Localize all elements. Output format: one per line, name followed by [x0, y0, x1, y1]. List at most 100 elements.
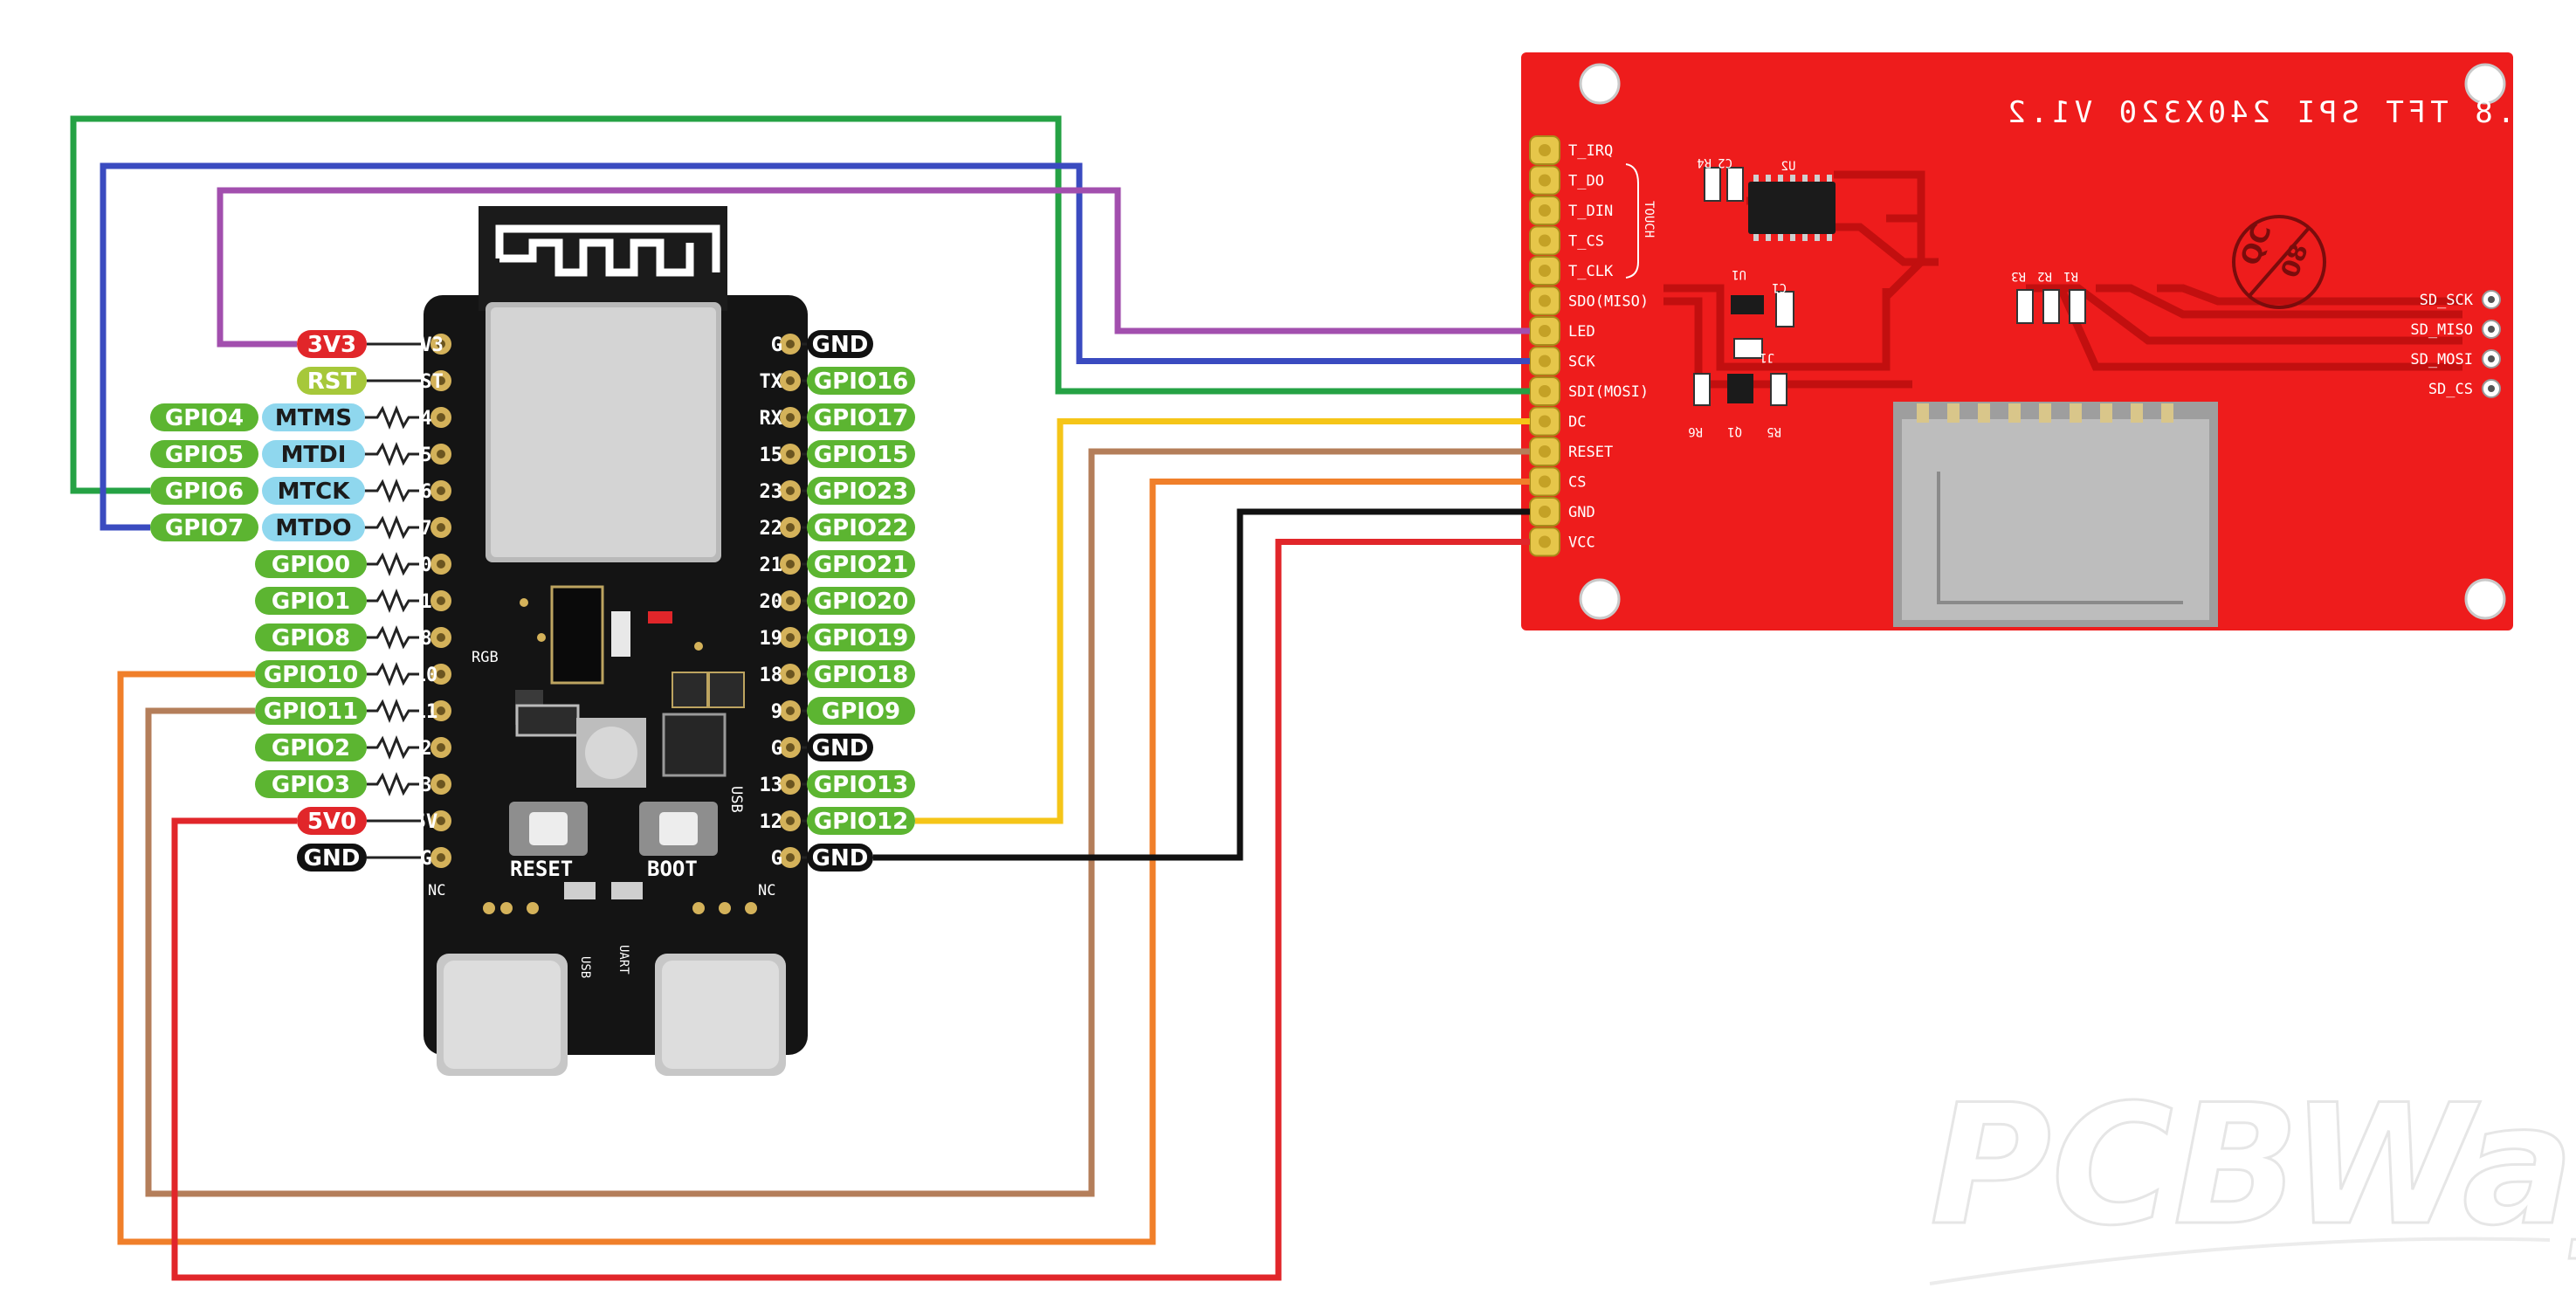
right-pin-number: 9: [771, 701, 782, 723]
boot-button-cap[interactable]: [659, 812, 698, 845]
r1-resistor: [2069, 289, 2086, 324]
header-pin-hole: [786, 816, 795, 825]
left-pin-number: 0: [420, 555, 431, 576]
rgb-led-diffuser: [585, 727, 637, 779]
tft-pin-label-cs: CS: [1568, 474, 1586, 492]
pin-alt-mtms-tag: [262, 403, 365, 431]
right-pin-number: 15: [760, 444, 783, 466]
rgb-silk-label: RGB: [472, 649, 499, 666]
tft-pin-row: T_DIN: [1529, 196, 1613, 225]
smd-component-3: [708, 672, 745, 708]
r4-resistor: [1704, 167, 1721, 202]
header-pin-hole: [786, 743, 795, 752]
pin-label-gpio13-tag: [807, 770, 915, 798]
pin-label-gpio21-tag: [807, 550, 915, 578]
pcbway-watermark: PCBWay: [1930, 1069, 2576, 1262]
tft-pin-row: LED: [1529, 316, 1595, 346]
right-pin-number: 22: [760, 518, 783, 540]
left-pin-number: 6: [420, 481, 431, 503]
pin-label-gpio2-tag: [255, 734, 367, 761]
right-pin-number: 12: [760, 811, 783, 833]
tft-header-pin-hole: [1539, 294, 1551, 307]
u2-chip-legs: [1753, 175, 1832, 241]
pin-label-gpio1-tag: [255, 587, 367, 615]
wire-gpio11-to-reset: [145, 448, 1530, 1197]
wire-gpio6-to-sdi-mosi: [70, 115, 1530, 494]
pin-label-rst: RST: [307, 369, 357, 395]
header-pin-hole: [786, 560, 795, 568]
pin-label-gpio4-tag: [150, 403, 258, 431]
tft-pin-row: CS: [1529, 466, 1586, 497]
wire-gpio10-to-cs: [117, 479, 1530, 1245]
j1-jumper: [1733, 338, 1763, 359]
header-pin-hole: [786, 340, 795, 348]
tft-pin-label-t-clk: T_CLK: [1568, 263, 1614, 280]
antenna-trace: [495, 224, 720, 277]
tft-header-pin-hole: [1539, 234, 1551, 247]
wire-gpio12-to-dc: [915, 418, 1530, 824]
usb-c-port-left-face: [444, 961, 561, 1069]
header-pin-hole: [786, 633, 795, 642]
pin-alt-mtck-tag: [262, 477, 365, 505]
pin-label-gpio3: GPIO3: [272, 772, 350, 798]
pin-label-gpio1: GPIO1: [272, 589, 350, 615]
tft-pin-label-t-do: T_DO: [1568, 173, 1604, 190]
tft-header-pin-hole: [1539, 174, 1551, 187]
header-pin-hole: [437, 743, 445, 752]
usb-port-silk-label: USB: [578, 956, 592, 978]
qc-stamp: [2232, 215, 2326, 309]
right-pin-number: 23: [760, 481, 783, 503]
pin-label-gnd-tag: [807, 844, 873, 872]
right-pin-number: RX: [760, 408, 783, 430]
r6-label: R6: [1688, 424, 1703, 438]
left-pin-header: 3V33V3RSTRST4MTMSGPIO45MTDIGPIO56MTCKGPI…: [150, 330, 451, 872]
tft-pin-row: RESET: [1529, 437, 1613, 466]
usb-side-silk-label: USB: [727, 786, 745, 813]
pin-label-gpio8-tag: [255, 623, 367, 651]
tft-pin-label-led: LED: [1568, 323, 1595, 341]
header-pin-hole: [786, 523, 795, 532]
pin-label-gpio18: GPIO18: [814, 662, 908, 688]
pin-label-gpio3-tag: [255, 770, 367, 798]
tft-pin-label-t-irq: T_IRQ: [1568, 142, 1613, 160]
tft-board-title: 2.8 TFT SPI 240X320 V1.2: [2003, 95, 2537, 130]
j1-label: J1: [1760, 350, 1774, 364]
touch-bracket: [1625, 163, 1639, 279]
pin-label-gpio12-tag: [807, 807, 915, 835]
header-pin-hole: [786, 413, 795, 422]
tft-pin-row: T_CS: [1529, 225, 1604, 256]
reset-button-label: RESET: [510, 857, 573, 881]
qc-stamp-line: [2247, 225, 2311, 299]
sd-slot-detail: [1937, 472, 2183, 604]
header-pin-hole: [437, 633, 445, 642]
pin-label-gpio10: GPIO10: [264, 662, 358, 688]
right-pin-number: TX: [760, 371, 783, 393]
sd-header-pin-hole: [2488, 326, 2495, 333]
u1-regulator: [1731, 295, 1764, 314]
tft-header-pin-hole: [1539, 506, 1551, 518]
sd-pin-row: SD_MISO: [2410, 320, 2501, 339]
header-pin-hole: [786, 486, 795, 495]
pin-label-gpio6-tag: [150, 477, 258, 505]
left-pin-number: 2: [420, 738, 431, 760]
tft-pin-row: SDI(MOSI): [1529, 376, 1649, 406]
pin-label-gpio4: GPIO4: [165, 405, 244, 431]
pin-lead-line: [367, 551, 419, 577]
header-pin-hole: [437, 596, 445, 605]
wires: [70, 115, 1530, 1281]
pin-label-gpio22-tag: [807, 513, 915, 541]
pin-label-gnd-tag: [807, 330, 873, 358]
pin-label-3v3-tag: [297, 330, 367, 358]
reset-button-cap[interactable]: [529, 812, 568, 845]
pin-label-gpio9-tag: [807, 697, 915, 725]
sd-pin-row: SD_SCK: [2420, 290, 2501, 309]
header-pin-hole: [786, 853, 795, 862]
